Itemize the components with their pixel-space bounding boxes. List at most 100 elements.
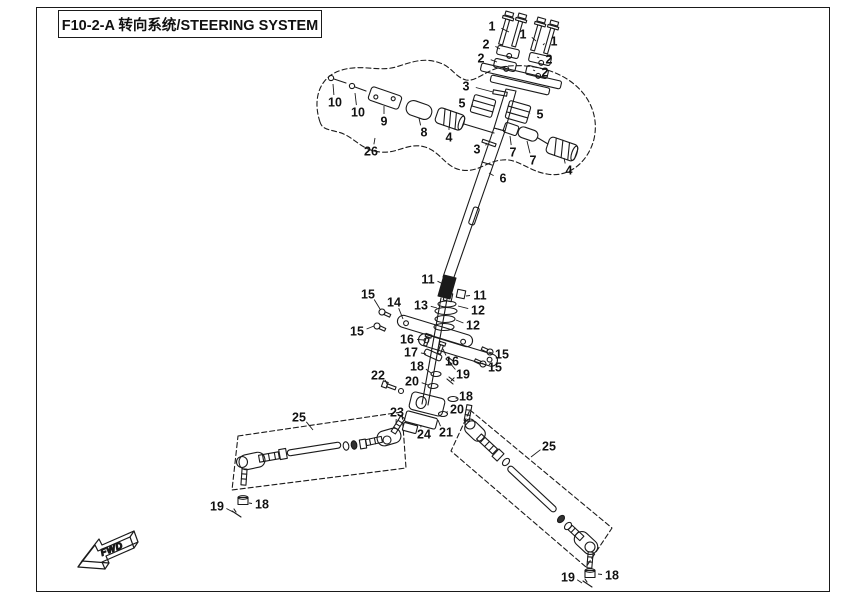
callout-leader [305, 421, 314, 431]
page-border [36, 7, 830, 592]
part-callout-label: 1 [551, 34, 558, 48]
callout-leader [471, 103, 474, 106]
part-callout-label: 7 [510, 145, 517, 159]
clamp-plate [367, 86, 403, 110]
right-tie-rod [463, 404, 599, 588]
knurled-damper [545, 136, 579, 162]
washer [430, 370, 442, 378]
part-callout-label: 5 [459, 96, 466, 110]
callout-leader [465, 295, 471, 297]
rubber-damper [469, 94, 497, 118]
part-callout-label: 15 [350, 324, 364, 338]
pin [492, 89, 508, 97]
part-callout-label: 3 [474, 142, 481, 156]
part-callout-label: 17 [404, 345, 418, 359]
part-callout-label: 12 [471, 303, 485, 317]
bushing-cylinder [517, 126, 539, 142]
callout-leader [416, 338, 425, 341]
group-bubble-outline [316, 59, 596, 176]
screw [423, 332, 433, 347]
callout-leader [526, 140, 531, 154]
callout-leader [420, 352, 427, 355]
part-callout-label: 4 [566, 163, 573, 177]
washer [427, 382, 439, 390]
callout-leader [430, 305, 438, 309]
column-top-plate [479, 62, 563, 132]
rubber-damper [504, 100, 532, 124]
part-callout-label: 12 [466, 318, 480, 332]
knurled-damper [434, 107, 466, 131]
callout-leader [450, 377, 455, 382]
part-callout-label: 22 [371, 368, 385, 382]
callout-leader [457, 305, 469, 310]
bushing-cylinder [405, 100, 433, 120]
part-callout-label: 25 [542, 439, 556, 453]
screw [437, 340, 447, 355]
callout-leader [455, 319, 464, 324]
part-callout-label: 15 [488, 360, 502, 374]
bolt-small [380, 380, 397, 391]
bolt-small [378, 308, 392, 318]
part-callout-label: 8 [421, 125, 428, 139]
callout-leader [542, 43, 545, 46]
callout-leader [531, 36, 537, 42]
part-callout-label: 11 [473, 288, 486, 302]
axis-rod [537, 137, 549, 145]
callout-leader [449, 362, 456, 370]
callout-leader [481, 362, 486, 366]
part-callout-label: 25 [292, 410, 306, 424]
part-callout-label: 13 [414, 298, 428, 312]
callout-leader [445, 411, 448, 414]
callout-leader [248, 502, 253, 504]
callout-leader [437, 419, 441, 427]
bushing-small [502, 121, 520, 137]
callout-leader [536, 56, 540, 59]
part-callout-label: 2 [483, 37, 490, 51]
callout-leader [373, 137, 376, 145]
washer [447, 395, 459, 403]
part-callout-label: 2 [542, 65, 549, 79]
callout-leader [421, 382, 429, 386]
part-callout-label: 11 [421, 272, 434, 286]
diagram-linework: FWD [77, 10, 613, 588]
callout-leader [226, 508, 234, 513]
handlebar-bolt [498, 10, 515, 46]
handlebar-clamp [528, 51, 552, 67]
part-callout-label: 19 [210, 499, 224, 513]
cotter-pin [446, 376, 455, 385]
callout-leader [366, 325, 375, 330]
part-callout-label: 19 [561, 570, 575, 584]
bolt-small [348, 82, 367, 92]
callout-leader [485, 142, 488, 146]
fwd-label: FWD [99, 540, 125, 559]
roll-pin [423, 348, 443, 362]
fwd-arrow [77, 530, 139, 570]
mounting-bracket [396, 314, 499, 367]
part-callout-label: 4 [446, 130, 453, 144]
part-callout-label: 10 [328, 95, 342, 109]
callout-leader [597, 573, 603, 575]
bolt-small [373, 322, 387, 332]
callout-leader [576, 579, 583, 584]
part-callout-label: 23 [390, 405, 404, 419]
title-box: F10-2-A 转向系统/STEERING SYSTEM [58, 10, 322, 38]
part-callout-label: 18 [255, 497, 269, 511]
part-callout-label: 6 [500, 171, 507, 185]
part-callout-label: 5 [537, 107, 544, 121]
part-callout-label: 14 [387, 295, 401, 309]
callout-leader [475, 87, 494, 93]
callout-leader [495, 46, 501, 50]
handlebar-bolt [543, 19, 560, 55]
callout-leader [373, 299, 381, 310]
bolt-small [480, 346, 494, 356]
left-tie-rod [231, 415, 406, 518]
callout-leader [354, 92, 357, 106]
part-callout-label: 24 [417, 427, 431, 441]
cotter-pin [582, 578, 593, 588]
callout-leader [332, 83, 335, 96]
bolt-small [327, 74, 347, 84]
callout-leader [442, 348, 447, 356]
callout-leader [488, 351, 493, 354]
part-callout-label: 18 [459, 389, 473, 403]
